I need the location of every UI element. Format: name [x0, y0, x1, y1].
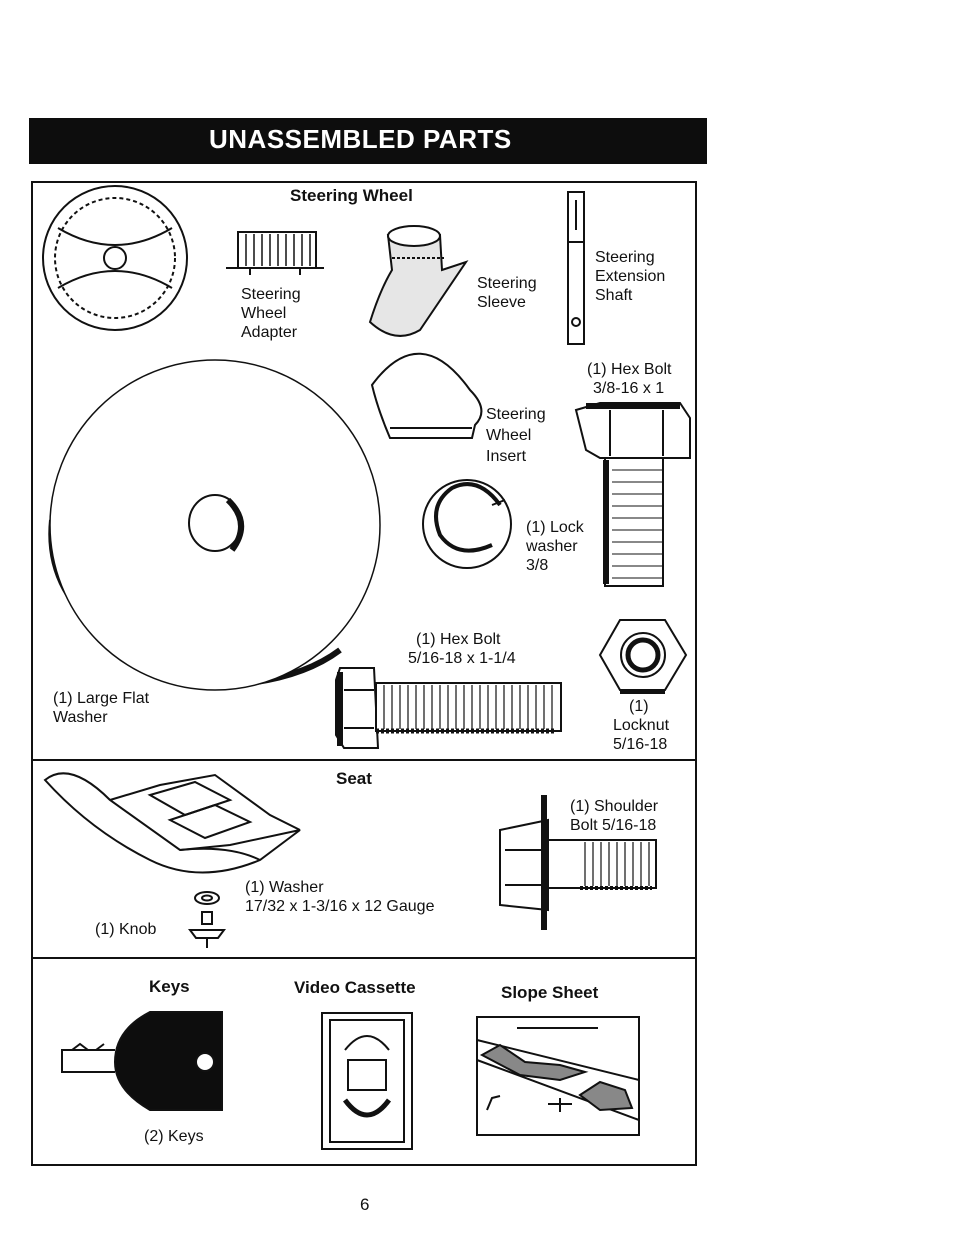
title-banner: UNASSEMBLED PARTS [29, 118, 707, 164]
knob-illustration [188, 911, 226, 948]
seat-illustration [43, 772, 301, 874]
keys-header: Keys [149, 977, 190, 996]
lock-washer-illustration [422, 479, 512, 569]
adapter-illustration [226, 231, 324, 275]
knob-label: (1) Knob [95, 921, 157, 938]
slope-sheet-illustration [476, 1016, 640, 1136]
page-number: 6 [360, 1195, 370, 1214]
video-cassette-header: Video Cassette [294, 978, 416, 997]
small-washer-illustration [194, 891, 220, 905]
shoulder-bolt-illustration [499, 795, 657, 930]
parts-frame [31, 181, 697, 1166]
hex-bolt-large-illustration [574, 402, 691, 587]
hex-bolt-small-illustration [335, 667, 562, 749]
insert-illustration [370, 352, 483, 439]
locknut-illustration [598, 619, 688, 694]
divider-seat [31, 759, 697, 761]
seat-header: Seat [336, 769, 372, 788]
keys-illustration [61, 1011, 223, 1111]
page-title: UNASSEMBLED PARTS [209, 124, 512, 154]
sleeve-illustration [368, 225, 469, 337]
extension-shaft-illustration [567, 191, 585, 345]
slope-sheet-header: Slope Sheet [501, 983, 599, 1002]
divider-misc [31, 957, 697, 959]
large-flat-washer-illustration [48, 359, 381, 691]
keys-label: (2) Keys [144, 1128, 204, 1145]
steering-wheel-illustration [42, 185, 188, 331]
video-cassette-illustration [321, 1012, 413, 1150]
steering-wheel-header: Steering Wheel [290, 186, 413, 205]
